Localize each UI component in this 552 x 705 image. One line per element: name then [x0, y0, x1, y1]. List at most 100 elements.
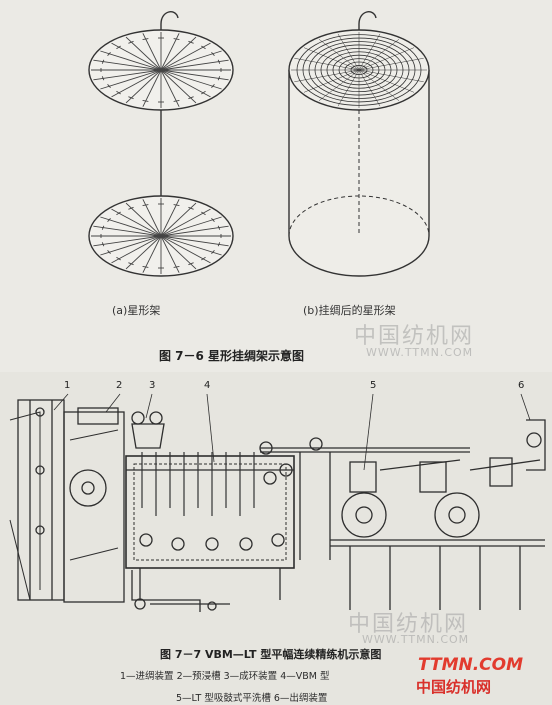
rack-pin [211, 51, 215, 57]
label-3: 3 [149, 380, 156, 391]
rack-pin [188, 262, 194, 266]
rack-spoke [160, 69, 222, 90]
rack-pin [116, 256, 121, 261]
rack-pin [217, 76, 221, 81]
rack-pin [128, 262, 134, 266]
watermark-en-top: WWW.TTMN.COM [366, 346, 474, 359]
fabric-spoke [358, 69, 400, 101]
rack-spoke [125, 36, 162, 71]
rack-pin [188, 96, 194, 100]
rack-spoke [125, 235, 162, 270]
fabric-spoke [358, 47, 415, 71]
rack-pin [128, 96, 134, 100]
rack-pin [107, 217, 111, 223]
watermark-cn-top: 中国纺机网 [354, 324, 475, 349]
rack-spoke [160, 36, 197, 71]
rack-spoke [160, 235, 197, 270]
rack-pin [173, 99, 180, 102]
fabric-spoke [294, 69, 360, 82]
feed-fabric-path [9, 411, 41, 601]
rack-pin [101, 59, 105, 64]
rack-spoke [100, 216, 162, 237]
figure-7-6-caption: 图 7－6 星形挂绸架示意图 [159, 349, 305, 363]
fabric-spoke [358, 69, 415, 93]
rack-pin [201, 211, 206, 216]
vbm-tank [125, 455, 295, 569]
rack-pin [188, 206, 194, 210]
rack-spoke [111, 69, 162, 98]
fabric-spoke [358, 39, 400, 71]
subcaption-a: (a)星形架 [112, 304, 161, 317]
rack-spoke [160, 235, 222, 256]
presoak-drum [69, 469, 107, 507]
rack-pin [201, 45, 206, 50]
rack-spoke [160, 59, 229, 71]
presoak-box [77, 407, 119, 425]
fabric-spoke [358, 69, 424, 82]
feed-frame [17, 399, 65, 601]
rack-spoke [93, 225, 162, 237]
rack-spoke [160, 235, 211, 264]
washer-drum-1 [341, 492, 387, 538]
rack-pin [173, 265, 180, 268]
rack-pin [128, 206, 134, 210]
rack-pin [173, 38, 180, 41]
rack-pin [211, 249, 215, 255]
figure-7-7-legend-2: 5—LT 型吸鼓式平洗槽 6—出绸装置 [176, 693, 328, 704]
figure-7-7-legend-1: 1—进绸装置 2—预浸槽 3—成环装置 4—VBM 型 [120, 671, 330, 682]
rack-pin [107, 51, 111, 57]
rack-spoke [100, 69, 162, 90]
rack-spoke [160, 69, 211, 98]
rack-spoke [160, 235, 229, 247]
output-device [526, 419, 546, 471]
rack-pin [116, 90, 121, 95]
washer-drum-2 [434, 492, 480, 538]
watermark-en-bottom: WWW.TTMN.COM [362, 633, 470, 646]
fabric-spoke [358, 58, 424, 71]
logo-ttmn-en: TTMN.COM [418, 655, 524, 675]
rack-spoke [125, 69, 162, 104]
figure-7-7-caption: 图 7－7 VBM—LT 型平幅连续精练机示意图 [160, 648, 382, 661]
looping-device [131, 423, 165, 449]
fabric-spoke [358, 69, 381, 107]
rack-pin [101, 225, 105, 230]
rack-pin [211, 83, 215, 89]
label-4: 4 [204, 380, 211, 391]
fabric-spoke [318, 69, 360, 101]
rack-pin [188, 40, 194, 44]
rack-pin [217, 59, 221, 64]
rack-spoke [160, 69, 229, 81]
rack-spoke [100, 50, 162, 71]
fabric-spoke [337, 69, 360, 107]
rack-spoke [111, 208, 162, 237]
rack-pin [107, 83, 111, 89]
label-2: 2 [116, 380, 123, 391]
pipe-line [131, 570, 230, 612]
rack-spoke [160, 208, 211, 237]
figure-7-7-panel [0, 372, 552, 705]
rack-spoke [160, 216, 222, 237]
label-1: 1 [64, 380, 71, 391]
rack-spoke [111, 42, 162, 71]
rack-spoke [93, 69, 162, 81]
rack-spoke [111, 235, 162, 264]
rack-a-hook [160, 11, 179, 56]
star-rack-drawing [88, 11, 430, 277]
rack-spoke [93, 59, 162, 71]
rack-pin [128, 40, 134, 44]
rack-pin [142, 204, 149, 207]
rack-spoke [160, 50, 222, 71]
rack-pin [142, 265, 149, 268]
rack-b-hook [358, 11, 377, 60]
fabric-spoke [294, 58, 360, 71]
fabric-spoke [318, 39, 360, 71]
logo-ttmn-cn: 中国纺机网 [416, 678, 492, 696]
subcaption-b: (b)挂绸后的星形架 [303, 304, 396, 317]
fabric-spoke [337, 33, 360, 71]
fabric-spoke [303, 47, 360, 71]
rack-pin [142, 38, 149, 41]
rack-spoke [93, 235, 162, 247]
rack-pin [101, 242, 105, 247]
rack-pin [217, 225, 221, 230]
